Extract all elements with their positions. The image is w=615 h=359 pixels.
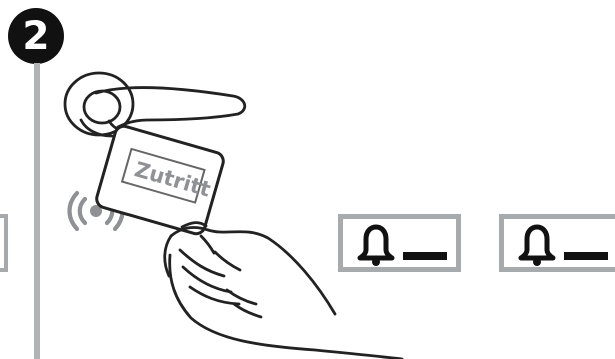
doorbell-panel-2 bbox=[499, 214, 615, 272]
bell-icon bbox=[514, 223, 560, 267]
step-number-badge: 2 bbox=[8, 8, 64, 64]
door-handle-icon bbox=[65, 73, 245, 136]
access-card: Zutritt bbox=[95, 124, 226, 236]
bell-dash bbox=[564, 252, 608, 260]
step-timeline-line bbox=[34, 63, 40, 359]
card-label: Zutritt bbox=[132, 157, 213, 202]
bell-icon bbox=[353, 223, 399, 267]
rfid-signal-icon bbox=[70, 193, 123, 229]
bell-dash bbox=[403, 252, 447, 260]
left-partial-panel bbox=[0, 214, 8, 272]
doorbell-panel-1 bbox=[338, 214, 461, 272]
